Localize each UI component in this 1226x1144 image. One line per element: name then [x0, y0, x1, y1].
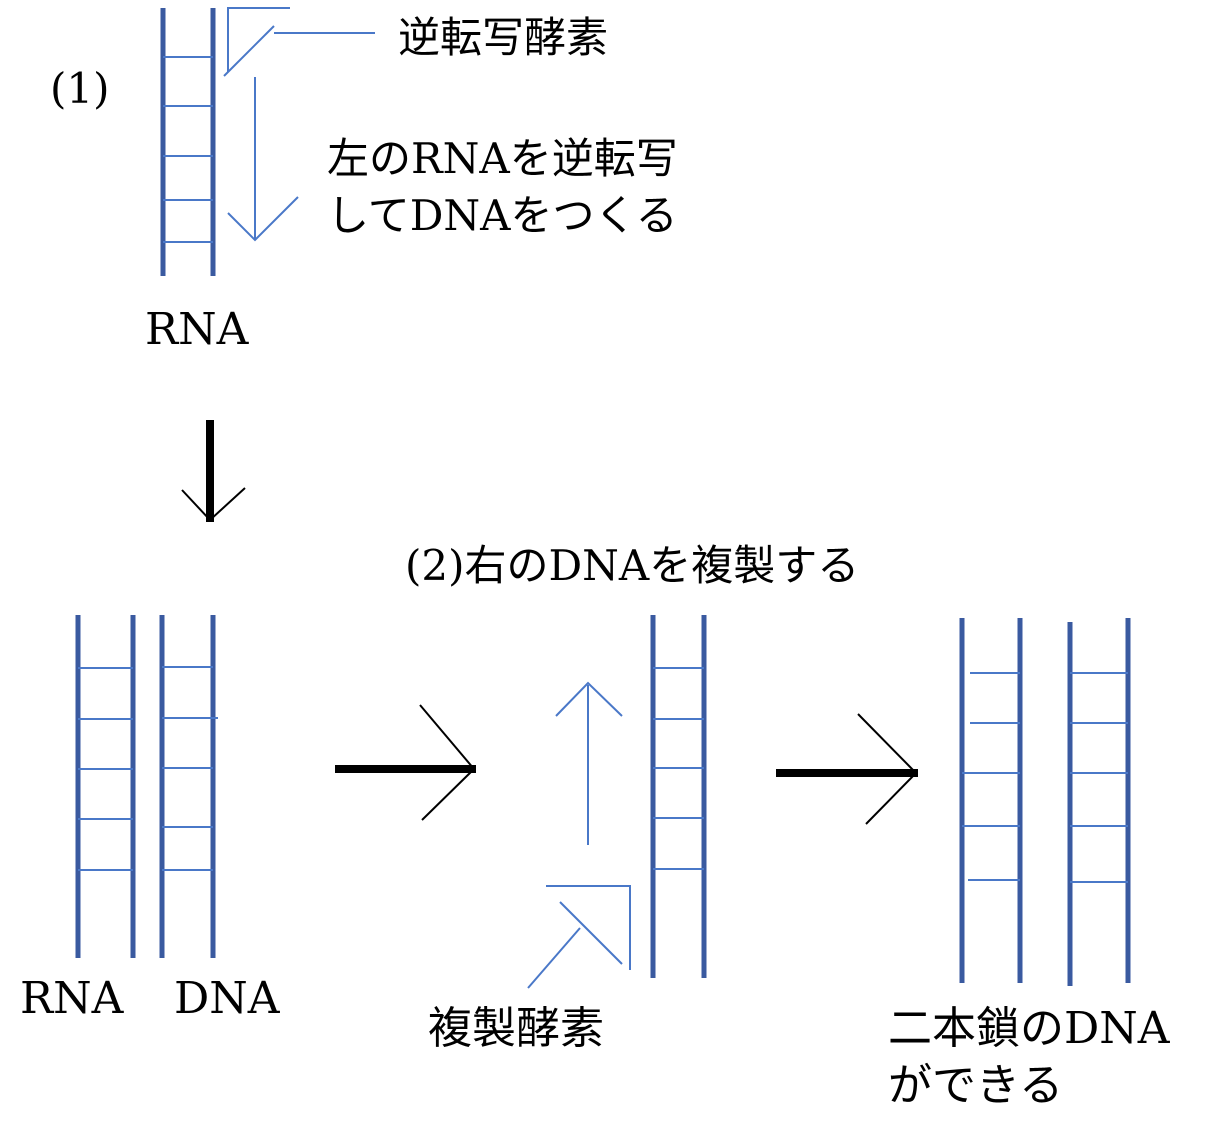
enzyme-shape-diagonal	[559, 901, 623, 965]
synthesis-direction-arrow-up	[555, 681, 623, 845]
hybrid-rna-ladder	[75, 615, 136, 958]
step1-description-line2: してDNAをつくる	[327, 191, 678, 240]
right-arrow-2	[776, 713, 918, 825]
result-dna-ladder-2	[1067, 618, 1131, 986]
down-arrow	[181, 420, 246, 522]
hybrid-dna-label: DNA	[174, 973, 281, 1024]
reverse-transcriptase-enzyme	[223, 7, 375, 77]
template-dna-ladder	[650, 615, 707, 978]
result-label-line2: ができる	[888, 1060, 1063, 1111]
step1-description-line1: 左のRNAを逆転写	[327, 134, 678, 183]
synthesis-direction-arrow-down	[227, 77, 299, 242]
reverse-transcriptase-label: 逆転写酵素	[398, 13, 608, 62]
step1-rna-ladder	[160, 8, 216, 276]
enzyme-shape	[227, 7, 290, 72]
right-arrow-1	[335, 704, 476, 821]
rna-dna-hybrid: RNA DNA	[20, 615, 281, 1024]
replicase-label: 複製酵素	[428, 1003, 604, 1054]
replication-template-group: 複製酵素	[428, 615, 707, 1054]
hybrid-dna-ladder	[159, 615, 218, 958]
replicase-enzyme	[527, 885, 631, 989]
result-group: 二本鎖のDNA ができる	[888, 618, 1171, 1111]
enzyme-leader-line	[527, 927, 581, 989]
arrow-head	[419, 704, 476, 821]
arrow-head	[227, 196, 299, 242]
result-label-line1: 二本鎖のDNA	[888, 1003, 1171, 1054]
step1-group: (1) 逆転写酵素 左のRNAを逆転写 してDNAをつくる RNA	[50, 7, 678, 355]
enzyme-shape	[546, 885, 631, 970]
step2-label: (2)右のDNAを複製する	[405, 541, 859, 590]
step1-rna-label: RNA	[145, 304, 250, 355]
enzyme-shape-diagonal	[223, 25, 275, 77]
arrow-head	[181, 487, 246, 522]
arrow-head	[555, 681, 623, 717]
arrow-head	[857, 713, 918, 825]
result-dna-ladder-1	[959, 618, 1023, 983]
hybrid-rna-label: RNA	[20, 973, 125, 1024]
step1-label: (1)	[50, 64, 110, 113]
